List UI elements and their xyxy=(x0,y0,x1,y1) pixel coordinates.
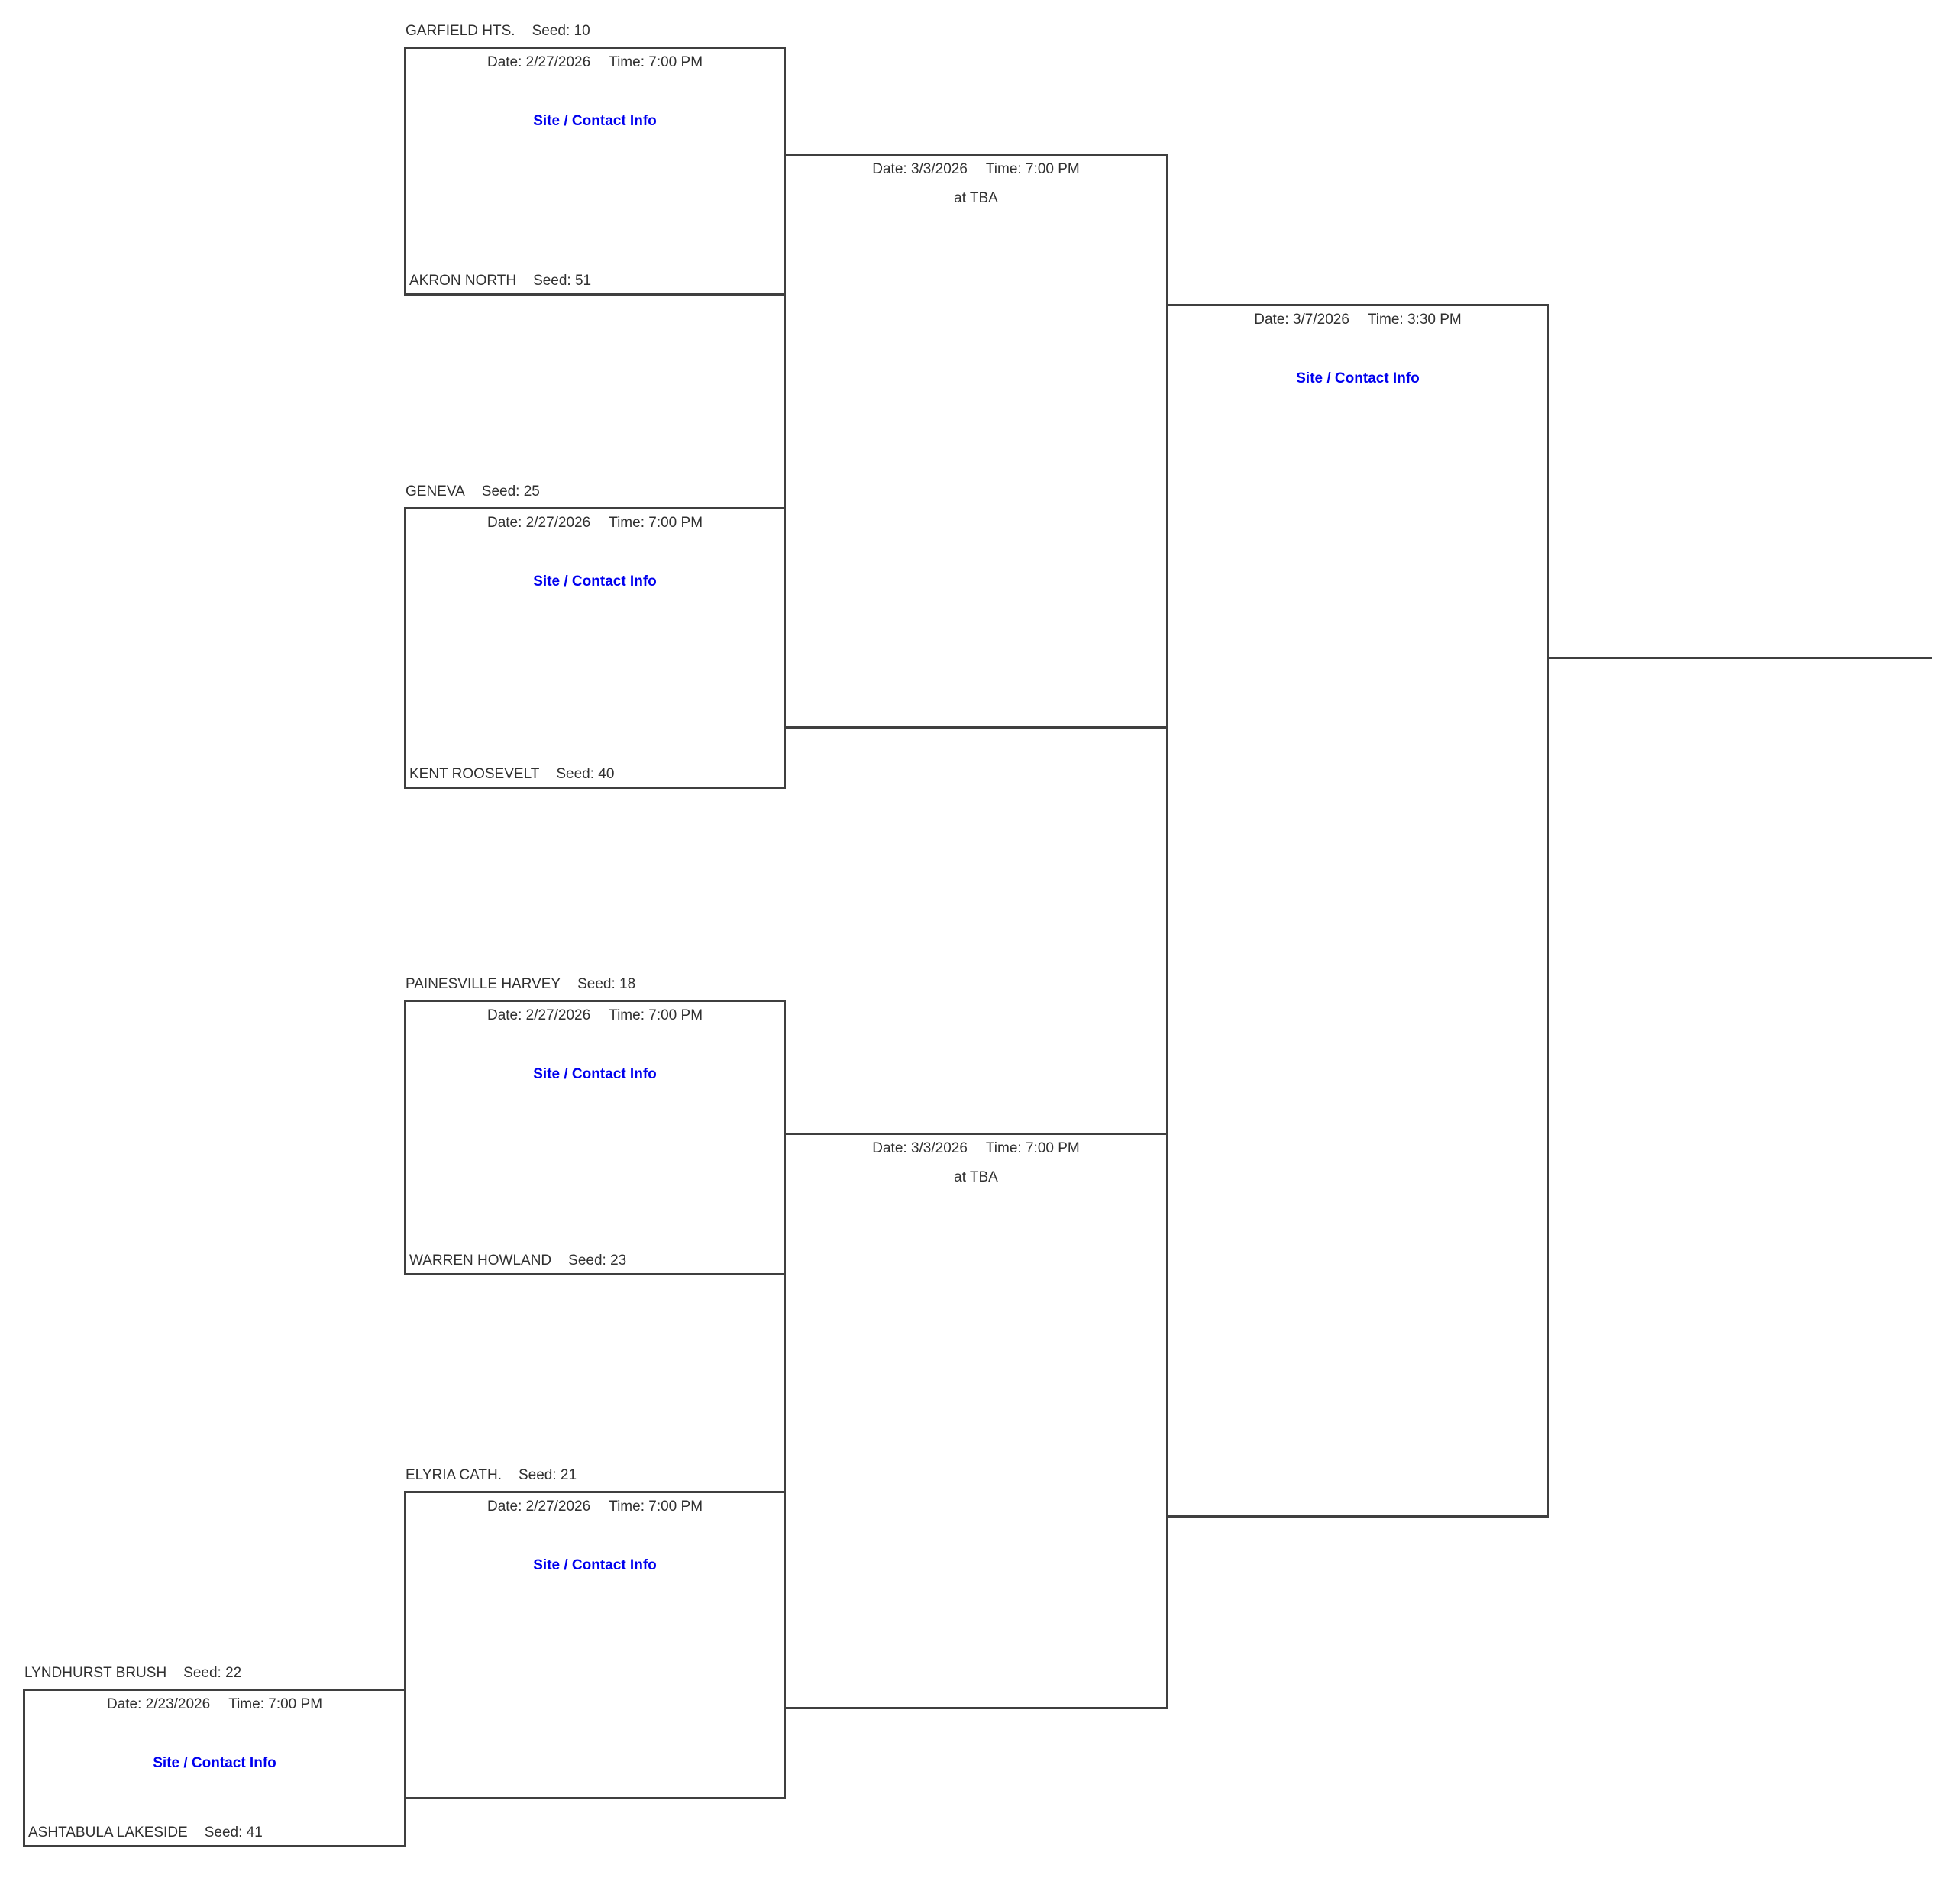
match-box-round1-2: Date: 2/27/2026 Time: 7:00 PM Site / Cont… xyxy=(404,507,786,789)
match-location: at TBA xyxy=(954,1169,998,1185)
site-contact-link[interactable]: Site / Contact Info xyxy=(533,113,657,129)
team-seed: Seed: 40 xyxy=(556,766,615,782)
match-time: Time: 7:00 PM xyxy=(985,161,1080,177)
site-contact-link[interactable]: Site / Contact Info xyxy=(153,1755,276,1771)
site-contact-row: Site / Contact Info xyxy=(406,573,784,591)
match-date: Date: 2/27/2026 xyxy=(486,54,591,70)
match-box-round1-3: Date: 2/27/2026 Time: 7:00 PM Site / Cont… xyxy=(404,1000,786,1275)
team-seed: Seed: 25 xyxy=(481,483,540,499)
site-contact-link[interactable]: Site / Contact Info xyxy=(1296,370,1420,386)
team-name: ASHTABULA LAKESIDE xyxy=(28,1825,188,1841)
team-name: GENEVA xyxy=(406,483,465,499)
match-location: at TBA xyxy=(954,190,998,206)
match-time: Time: 7:00 PM xyxy=(609,54,703,70)
match-time: Time: 7:00 PM xyxy=(609,1498,703,1514)
team-name: PAINESVILLE HARVEY xyxy=(406,976,561,992)
match-date: Date: 3/7/2026 xyxy=(1254,312,1349,328)
match-box-playin: Date: 2/23/2026 Time: 7:00 PM Site / Cont… xyxy=(23,1689,406,1847)
match-box-round3: Date: 3/7/2026 Time: 3:30 PM Site / Conta… xyxy=(1166,304,1549,1518)
team-seed: Seed: 23 xyxy=(568,1253,627,1269)
site-contact-row: Site / Contact Info xyxy=(406,112,784,131)
site-contact-row: Site / Contact Info xyxy=(406,1065,784,1084)
team-name: GARFIELD HTS. xyxy=(406,23,515,39)
team-label-geneva: GENEVA Seed: 25 xyxy=(406,483,540,501)
team-name: KENT ROOSEVELT xyxy=(409,766,540,782)
team-seed: Seed: 21 xyxy=(519,1467,577,1483)
match-date: Date: 2/27/2026 xyxy=(486,1007,591,1023)
team-seed: Seed: 41 xyxy=(204,1825,263,1841)
site-contact-row: Site / Contact Info xyxy=(406,1556,784,1575)
site-contact-row: Site / Contact Info xyxy=(25,1754,404,1773)
team-seed: Seed: 51 xyxy=(533,273,592,289)
team-seed: Seed: 22 xyxy=(183,1665,242,1681)
match-box-round2-1: Date: 3/3/2026 Time: 7:00 PM at TBA xyxy=(784,154,1168,729)
team-seed: Seed: 18 xyxy=(577,976,636,992)
site-contact-link[interactable]: Site / Contact Info xyxy=(533,1557,657,1573)
site-contact-link[interactable]: Site / Contact Info xyxy=(533,574,657,590)
team-label-painesville-harvey: PAINESVILLE HARVEY Seed: 18 xyxy=(406,975,635,994)
team-label-garfield-hts: GARFIELD HTS. Seed: 10 xyxy=(406,22,590,40)
team-seed: Seed: 10 xyxy=(532,23,590,39)
match-time: Time: 7:00 PM xyxy=(609,1007,703,1023)
match-date-time: Date: 2/27/2026 Time: 7:00 PM xyxy=(406,1007,784,1025)
team-label-akron-north: AKRON NORTH Seed: 51 xyxy=(409,272,591,290)
team-label-elyria-cath: ELYRIA CATH. Seed: 21 xyxy=(406,1466,577,1485)
team-name: LYNDHURST BRUSH xyxy=(24,1665,167,1681)
match-date: Date: 2/27/2026 xyxy=(486,515,591,531)
team-name: ELYRIA CATH. xyxy=(406,1467,502,1483)
match-date-time: Date: 3/3/2026 Time: 7:00 PM xyxy=(786,1139,1166,1158)
team-name: AKRON NORTH xyxy=(409,273,517,289)
match-box-round1-1: Date: 2/27/2026 Time: 7:00 PM Site / Cont… xyxy=(404,47,786,296)
match-date: Date: 2/23/2026 xyxy=(106,1696,211,1712)
match-time: Time: 7:00 PM xyxy=(609,515,703,531)
match-date: Date: 3/3/2026 xyxy=(872,1140,968,1156)
match-time: Time: 3:30 PM xyxy=(1367,312,1462,328)
match-date-time: Date: 3/7/2026 Time: 3:30 PM xyxy=(1168,311,1547,329)
match-date: Date: 3/3/2026 xyxy=(872,161,968,177)
match-box-round1-4: Date: 2/27/2026 Time: 7:00 PM Site / Cont… xyxy=(404,1491,786,1799)
match-date: Date: 2/27/2026 xyxy=(486,1498,591,1514)
team-name: WARREN HOWLAND xyxy=(409,1253,552,1269)
team-label-kent-roosevelt: KENT ROOSEVELT Seed: 40 xyxy=(409,765,614,784)
match-time: Time: 7:00 PM xyxy=(228,1696,323,1712)
team-label-lyndhurst-brush: LYNDHURST BRUSH Seed: 22 xyxy=(24,1664,241,1683)
match-date-time: Date: 2/27/2026 Time: 7:00 PM xyxy=(406,1498,784,1516)
winner-advance-line xyxy=(1547,657,1932,659)
site-contact-link[interactable]: Site / Contact Info xyxy=(533,1066,657,1082)
match-time: Time: 7:00 PM xyxy=(985,1140,1080,1156)
match-date-time: Date: 3/3/2026 Time: 7:00 PM xyxy=(786,160,1166,179)
match-date-time: Date: 2/27/2026 Time: 7:00 PM xyxy=(406,514,784,532)
match-date-time: Date: 2/23/2026 Time: 7:00 PM xyxy=(25,1695,404,1714)
team-label-warren-howland: WARREN HOWLAND Seed: 23 xyxy=(409,1252,626,1270)
site-contact-row: Site / Contact Info xyxy=(1168,370,1547,388)
team-label-ashtabula-lakeside: ASHTABULA LAKESIDE Seed: 41 xyxy=(28,1824,263,1842)
match-box-round2-2: Date: 3/3/2026 Time: 7:00 PM at TBA xyxy=(784,1133,1168,1709)
match-date-time: Date: 2/27/2026 Time: 7:00 PM xyxy=(406,53,784,72)
